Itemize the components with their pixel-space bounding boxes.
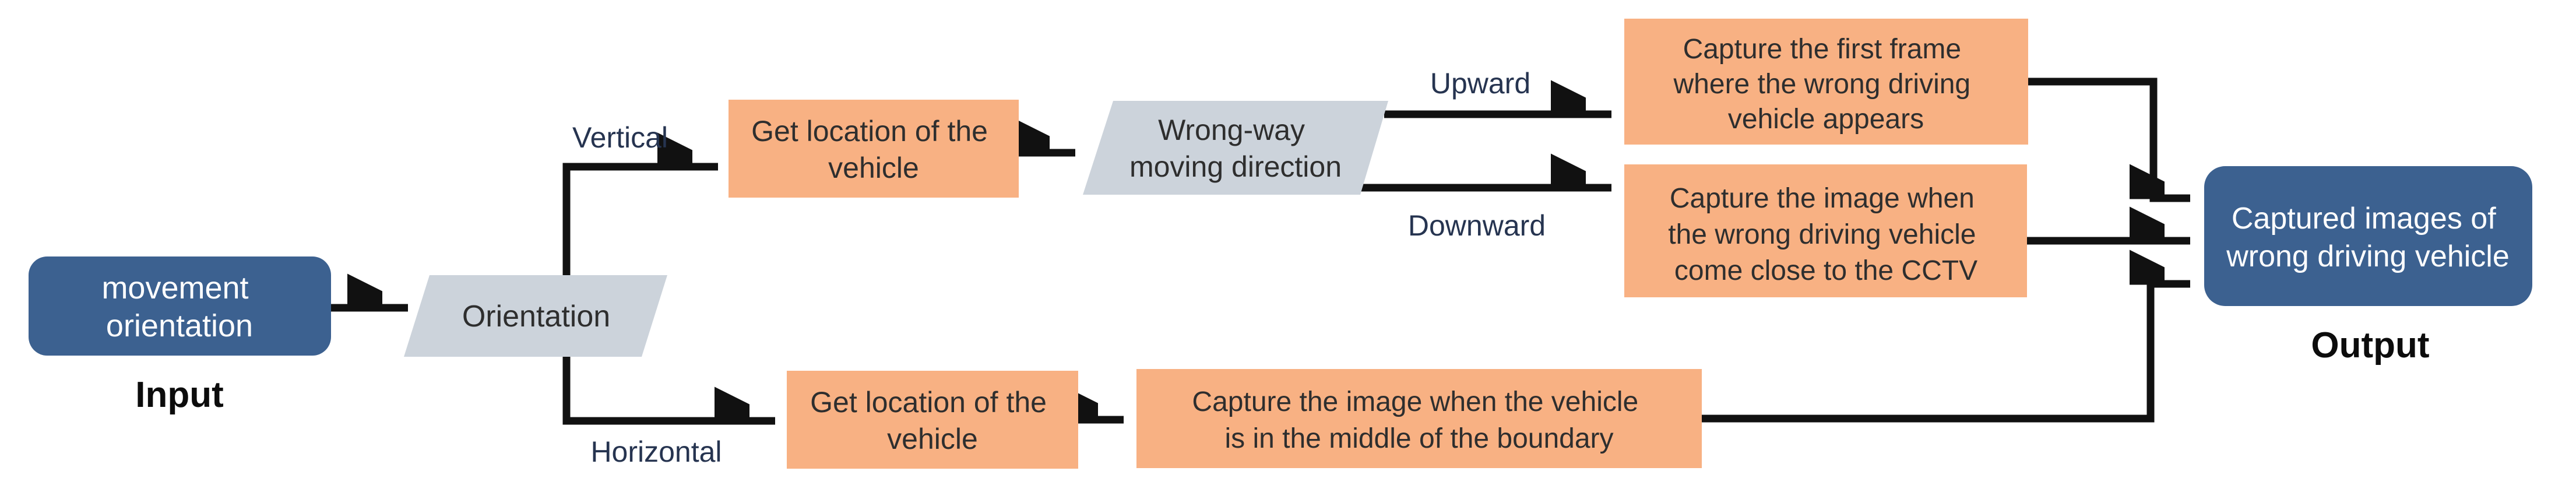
input-node-shape: [29, 256, 331, 356]
output-node-shape: [2204, 166, 2532, 306]
capture-first-frame-shape: [1624, 19, 2028, 145]
capture-cctv-node: Capture the image when the wrong driving…: [1624, 164, 2027, 297]
capture-boundary-node: Capture the image when the vehicle is in…: [1136, 369, 1702, 468]
capture-cctv-label: Capture the image when the wrong driving…: [1668, 183, 1984, 286]
output-caption: Output: [2311, 325, 2429, 366]
get-location-bottom-shape: [787, 371, 1078, 469]
wrong-way-label: Wrong-way moving direction: [1129, 114, 1342, 183]
edges: [331, 78, 2190, 425]
downward-branch-label: Downward: [1408, 209, 1546, 242]
arrow-orientation-vertical-branch: [562, 167, 718, 275]
horizontal-branch-label: Horizontal: [590, 435, 722, 468]
output-node: Captured images of wrong driving vehicle: [2204, 166, 2532, 306]
capture-boundary-label: Capture the image when the vehicle is in…: [1192, 386, 1646, 454]
input-node: movement orientation: [29, 256, 331, 356]
capture-boundary-shape: [1136, 369, 1702, 468]
get-location-bottom-label: Get location of the vehicle: [810, 386, 1055, 455]
output-node-label: Captured images of wrong driving vehicle: [2226, 202, 2510, 273]
orientation-shape: [404, 275, 667, 357]
arrow-orientation-horizontal-branch: [562, 357, 775, 425]
get-location-bottom-node: Get location of the vehicle: [787, 371, 1078, 469]
get-location-top-node: Get location of the vehicle: [729, 100, 1019, 198]
get-location-top-label: Get location of the vehicle: [751, 115, 996, 184]
orientation-label: Orientation: [462, 300, 610, 333]
orientation-parallelogram: Orientation: [404, 275, 667, 357]
capture-cctv-shape: [1624, 164, 2027, 297]
input-node-label: movement orientation: [101, 270, 257, 343]
wrong-way-shape: [1083, 101, 1388, 195]
vertical-branch-label: Vertical: [572, 121, 668, 154]
get-location-top-shape: [729, 100, 1019, 198]
capture-first-frame-node: Capture the first frame where the wrong …: [1624, 19, 2028, 145]
capture-first-frame-label: Capture the first frame where the wrong …: [1673, 34, 1979, 135]
input-caption: Input: [135, 375, 224, 415]
arrow-boundary-to-output: [1702, 284, 2190, 423]
wrong-way-parallelogram: Wrong-way moving direction: [1083, 101, 1388, 195]
arrow-firstframe-to-output: [2028, 78, 2190, 202]
upward-branch-label: Upward: [1430, 67, 1530, 100]
